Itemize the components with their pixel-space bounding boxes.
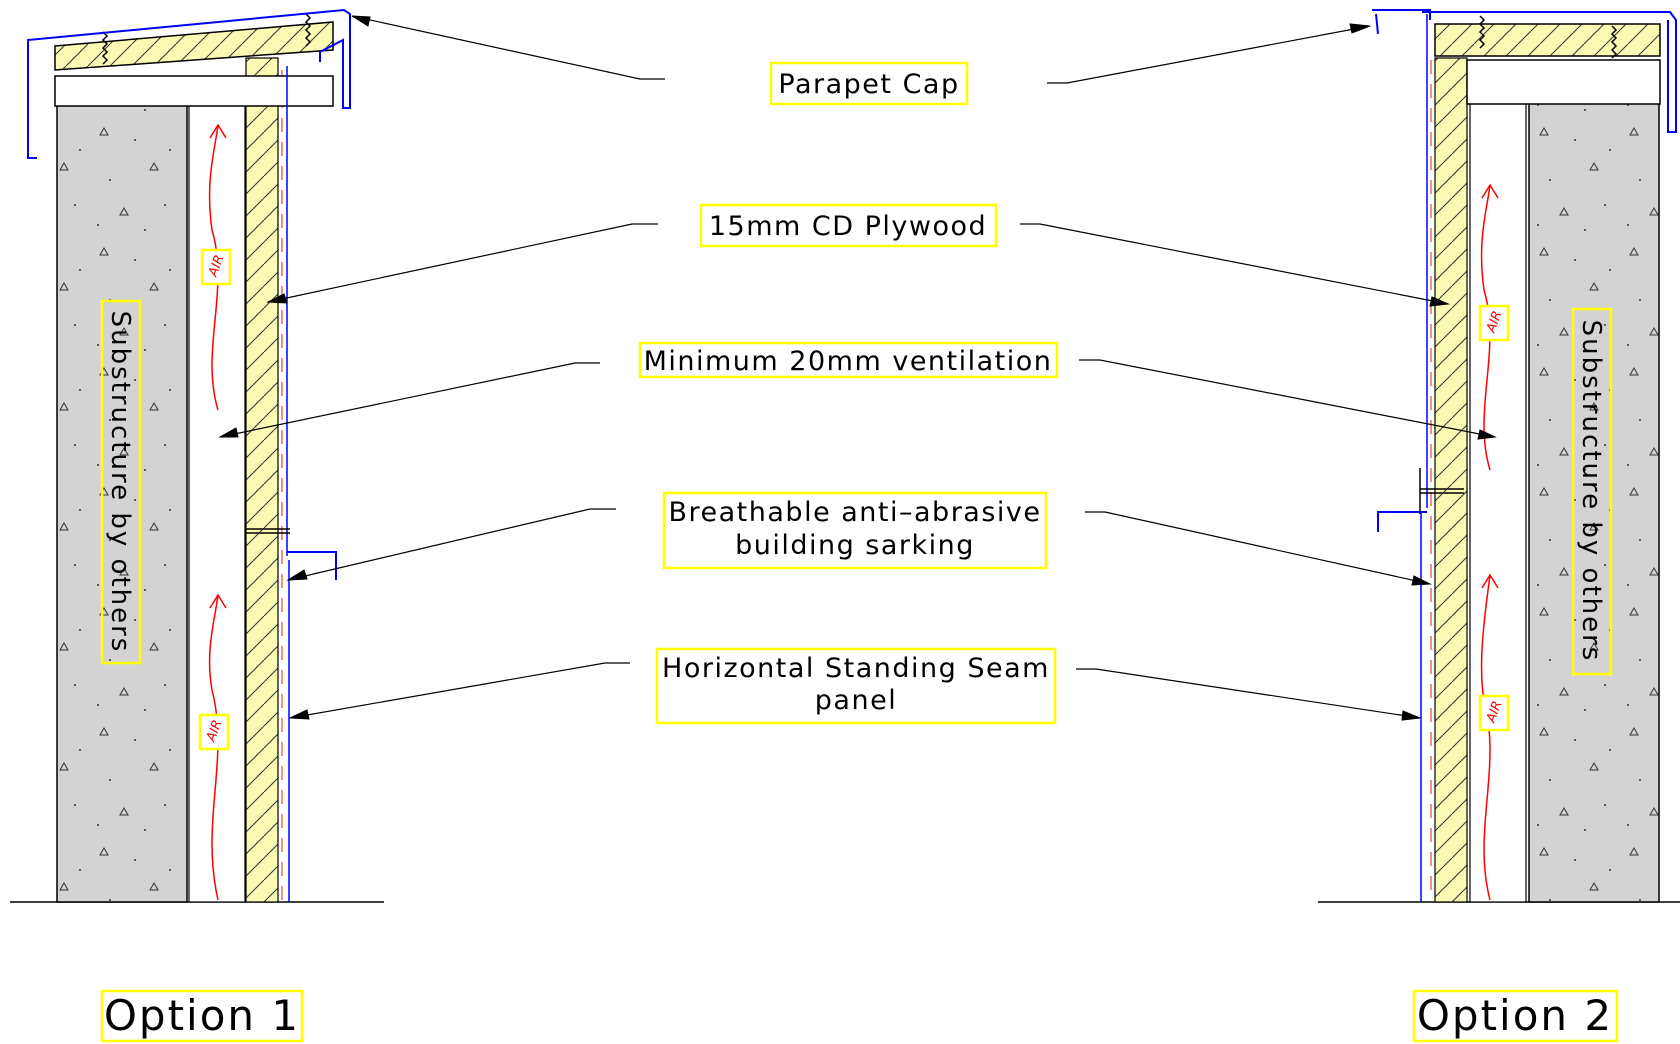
leader-plywood-left: [267, 223, 658, 303]
label-box-sarking: [662, 491, 1048, 570]
substructure-label-box-left: [100, 299, 142, 665]
air-arrow-lower-left: [208, 594, 219, 901]
label-ventilation: Minimum 20mm ventilation: [644, 346, 1053, 377]
arrow-head: [1477, 429, 1497, 440]
option2-section: [1318, 9, 1680, 903]
air-label-box: [1478, 304, 1510, 342]
air-label-box: [1478, 694, 1510, 732]
air-label-box: [198, 713, 230, 751]
air-arrow-head: [209, 593, 227, 609]
arrow-head: [1349, 23, 1371, 34]
label-sarking-line1: Breathable anti–abrasive: [669, 497, 1042, 528]
arrow-heads: [218, 15, 1497, 721]
air-arrow-upper-right: [1480, 184, 1491, 471]
cap-support-right: [1466, 59, 1661, 105]
arrow-head: [1411, 575, 1432, 586]
air-label-box: [200, 248, 232, 286]
label-sarking-line2: building sarking: [735, 530, 975, 561]
leader-parapet-right: [1047, 25, 1371, 84]
label-box-panel: [655, 647, 1057, 725]
option1-title: Option 1: [104, 991, 300, 1040]
plywood-left: [245, 57, 279, 903]
leader-ventilation-left: [219, 362, 600, 438]
label-box-parapet-cap: [769, 61, 969, 106]
plywood-right: [1434, 57, 1468, 903]
leader-lines: [219, 15, 1496, 719]
arrow-head: [218, 427, 239, 438]
parapet-cap-left: [27, 8, 351, 159]
label-box-ventilation: [638, 341, 1059, 379]
label-panel-line1: Horizontal Standing Seam: [662, 653, 1050, 684]
fixing-screw-left: [246, 528, 290, 534]
air-label: AIR: [1484, 699, 1506, 726]
substructure-label-right: Substructure by others: [1576, 320, 1606, 663]
label-parapet-cap: Parapet Cap: [778, 69, 959, 100]
arrow-head: [1401, 710, 1421, 721]
air-arrow-upper-left: [208, 124, 219, 411]
leader-sarking-left: [287, 508, 616, 581]
screw-icon: [101, 13, 312, 65]
screw-icon: [1478, 15, 1618, 59]
leader-panel-right: [1076, 668, 1421, 719]
cap-support-left: [54, 75, 334, 107]
parapet-timber-right: [1434, 23, 1661, 57]
fixing-screw-right: [1419, 468, 1464, 514]
label-plywood: 15mm CD Plywood: [709, 211, 987, 242]
air-arrow-head: [209, 123, 227, 139]
label-panel-line2: panel: [815, 685, 897, 716]
leader-ventilation-right: [1079, 359, 1496, 438]
ventilation-cavity-left: [188, 103, 246, 903]
air-arrow-head: [1481, 573, 1499, 589]
arrow-head: [266, 293, 288, 304]
leader-plywood-right: [1020, 223, 1449, 305]
substructure-label-box-right: [1571, 307, 1613, 676]
option2-title: Option 2: [1417, 991, 1613, 1040]
leader-panel-left: [289, 662, 630, 719]
parapet-timber-left: [54, 21, 334, 71]
air-label: AIR: [204, 718, 226, 745]
air-arrow-head: [1481, 183, 1499, 199]
air-label: AIR: [1484, 309, 1506, 336]
air-label: AIR: [206, 253, 228, 280]
option1-title-box: [100, 989, 304, 1043]
label-box-plywood: [699, 203, 998, 248]
panel-joint-left: [287, 551, 337, 580]
concrete-substructure-right: [1528, 102, 1660, 903]
arrow-head: [286, 569, 308, 581]
leader-parapet-left: [351, 15, 665, 80]
arrow-head: [351, 15, 371, 27]
substructure-label-left: Substructure by others: [105, 311, 135, 654]
parapet-cap-right: [1372, 9, 1677, 133]
ventilation-cavity-right: [1469, 102, 1527, 903]
leader-sarking-right: [1085, 511, 1431, 585]
option2-title-box: [1412, 989, 1619, 1043]
arrow-head: [289, 709, 310, 720]
panel-joint-right: [1377, 511, 1427, 532]
option1-section: [10, 8, 384, 903]
arrow-head: [1429, 296, 1450, 307]
concrete-substructure-left: [56, 103, 188, 903]
